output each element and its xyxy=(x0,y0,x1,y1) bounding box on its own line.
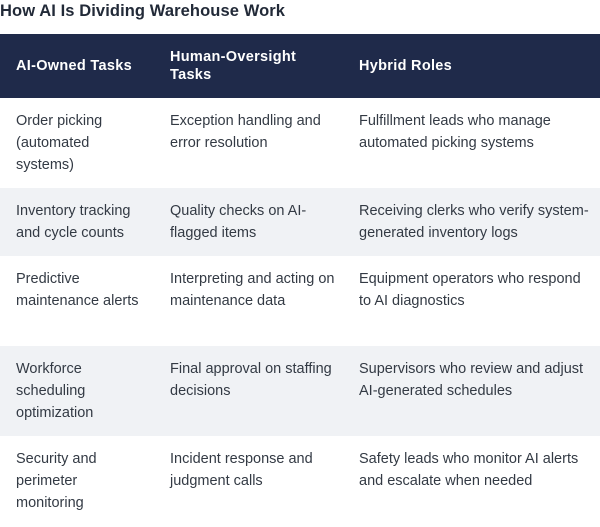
table-row: Order picking (automated systems) Except… xyxy=(0,98,600,188)
cell-ai-owned-task: Workforce scheduling optimization xyxy=(16,361,94,421)
table-row: Predictive maintenance alerts Interpreti… xyxy=(0,256,600,346)
header-human-oversight-tasks: Human-Oversight Tasks xyxy=(170,49,297,83)
cell-hybrid-role: Equipment operators who respond to AI di… xyxy=(359,271,581,309)
cell-human-oversight-task: Quality checks on AI-flagged items xyxy=(170,203,307,241)
page-title: How AI Is Dividing Warehouse Work xyxy=(0,2,286,20)
cell-human-oversight-task: Incident response and judgment calls xyxy=(170,451,313,489)
warehouse-work-table: AI-Owned Tasks Human-Oversight Tasks Hyb… xyxy=(0,34,600,524)
cell-hybrid-role: Fulfillment leads who manage automated p… xyxy=(359,113,551,151)
header-hybrid-roles: Hybrid Roles xyxy=(359,58,453,74)
cell-ai-owned-task: Inventory tracking and cycle counts xyxy=(16,203,131,241)
table-header-row: AI-Owned Tasks Human-Oversight Tasks Hyb… xyxy=(0,34,600,98)
cell-hybrid-role: Receiving clerks who verify system-gener… xyxy=(359,203,589,241)
cell-human-oversight-task: Exception handling and error resolution xyxy=(170,113,321,151)
cell-human-oversight-task: Final approval on staffing decisions xyxy=(170,361,332,399)
cell-human-oversight-task: Interpreting and acting on maintenance d… xyxy=(170,271,335,309)
cell-ai-owned-task: Security and perimeter monitoring xyxy=(16,451,97,511)
header-ai-owned-tasks: AI-Owned Tasks xyxy=(16,58,132,74)
table-row: Security and perimeter monitoring Incide… xyxy=(0,436,600,524)
table-row: Workforce scheduling optimization Final … xyxy=(0,346,600,436)
cell-ai-owned-task: Order picking (automated systems) xyxy=(16,113,103,173)
cell-hybrid-role: Safety leads who monitor AI alerts and e… xyxy=(359,451,579,489)
cell-ai-owned-task: Predictive maintenance alerts xyxy=(16,271,139,309)
table-row: Inventory tracking and cycle counts Qual… xyxy=(0,188,600,256)
cell-hybrid-role: Supervisors who review and adjust AI-gen… xyxy=(359,361,584,399)
